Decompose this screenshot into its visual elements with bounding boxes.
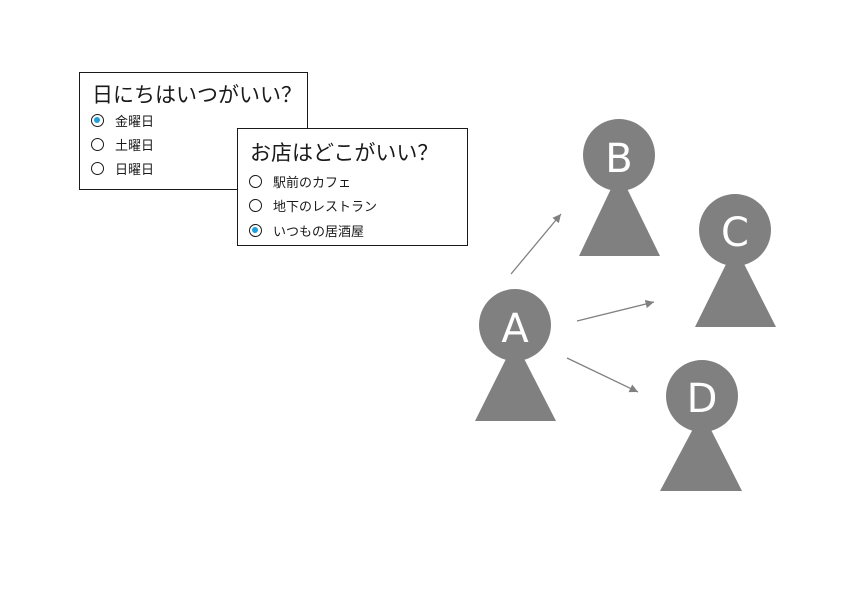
- arrow-a-to-c: [576, 299, 655, 322]
- person-b: B: [579, 119, 660, 256]
- person-a-head: [479, 289, 551, 361]
- option-label: 地下のレストラン: [273, 199, 378, 215]
- radio-icon[interactable]: [249, 198, 262, 212]
- place-option-izakaya[interactable]: いつもの居酒屋: [249, 221, 365, 240]
- person-c-label: C: [721, 210, 749, 256]
- date-option-saturday[interactable]: 土曜日: [91, 135, 155, 154]
- place-option-cafe[interactable]: 駅前のカフェ: [249, 172, 352, 191]
- arrow-a-to-b: [510, 213, 562, 275]
- person-c-head: [699, 194, 771, 266]
- date-option-sunday[interactable]: 日曜日: [91, 159, 155, 178]
- person-a-body: [475, 341, 556, 421]
- person-c: C: [695, 194, 776, 327]
- radio-selected-icon[interactable]: [91, 113, 104, 127]
- radio-selected-icon[interactable]: [249, 223, 262, 237]
- radio-icon[interactable]: [91, 161, 104, 175]
- date-poll-question: 日にちはいつがいい？: [92, 83, 302, 107]
- radio-icon[interactable]: [91, 137, 104, 151]
- person-a: A: [475, 289, 556, 421]
- option-label: 駅前のカフェ: [273, 175, 352, 191]
- person-b-head: [583, 119, 655, 191]
- radio-icon[interactable]: [249, 174, 262, 188]
- place-poll-card: お店はどこがいい？ 駅前のカフェ 地下のレストラン いつもの居酒屋: [237, 128, 468, 246]
- date-option-friday[interactable]: 金曜日: [91, 111, 155, 130]
- option-label: 土曜日: [115, 138, 155, 154]
- person-d-label: D: [687, 376, 718, 422]
- person-d-head: [666, 360, 738, 432]
- person-b-body: [579, 172, 660, 256]
- person-a-label: A: [501, 306, 529, 352]
- person-d: D: [660, 360, 742, 491]
- person-b-label: B: [605, 136, 632, 182]
- option-label: 日曜日: [115, 162, 155, 178]
- person-c-body: [695, 246, 776, 327]
- place-poll-question: お店はどこがいい？: [250, 141, 439, 165]
- person-d-body: [660, 412, 742, 491]
- place-option-restaurant[interactable]: 地下のレストラン: [249, 196, 378, 215]
- option-label: いつもの居酒屋: [273, 224, 365, 240]
- option-label: 金曜日: [115, 114, 155, 130]
- arrow-a-to-d: [566, 357, 639, 393]
